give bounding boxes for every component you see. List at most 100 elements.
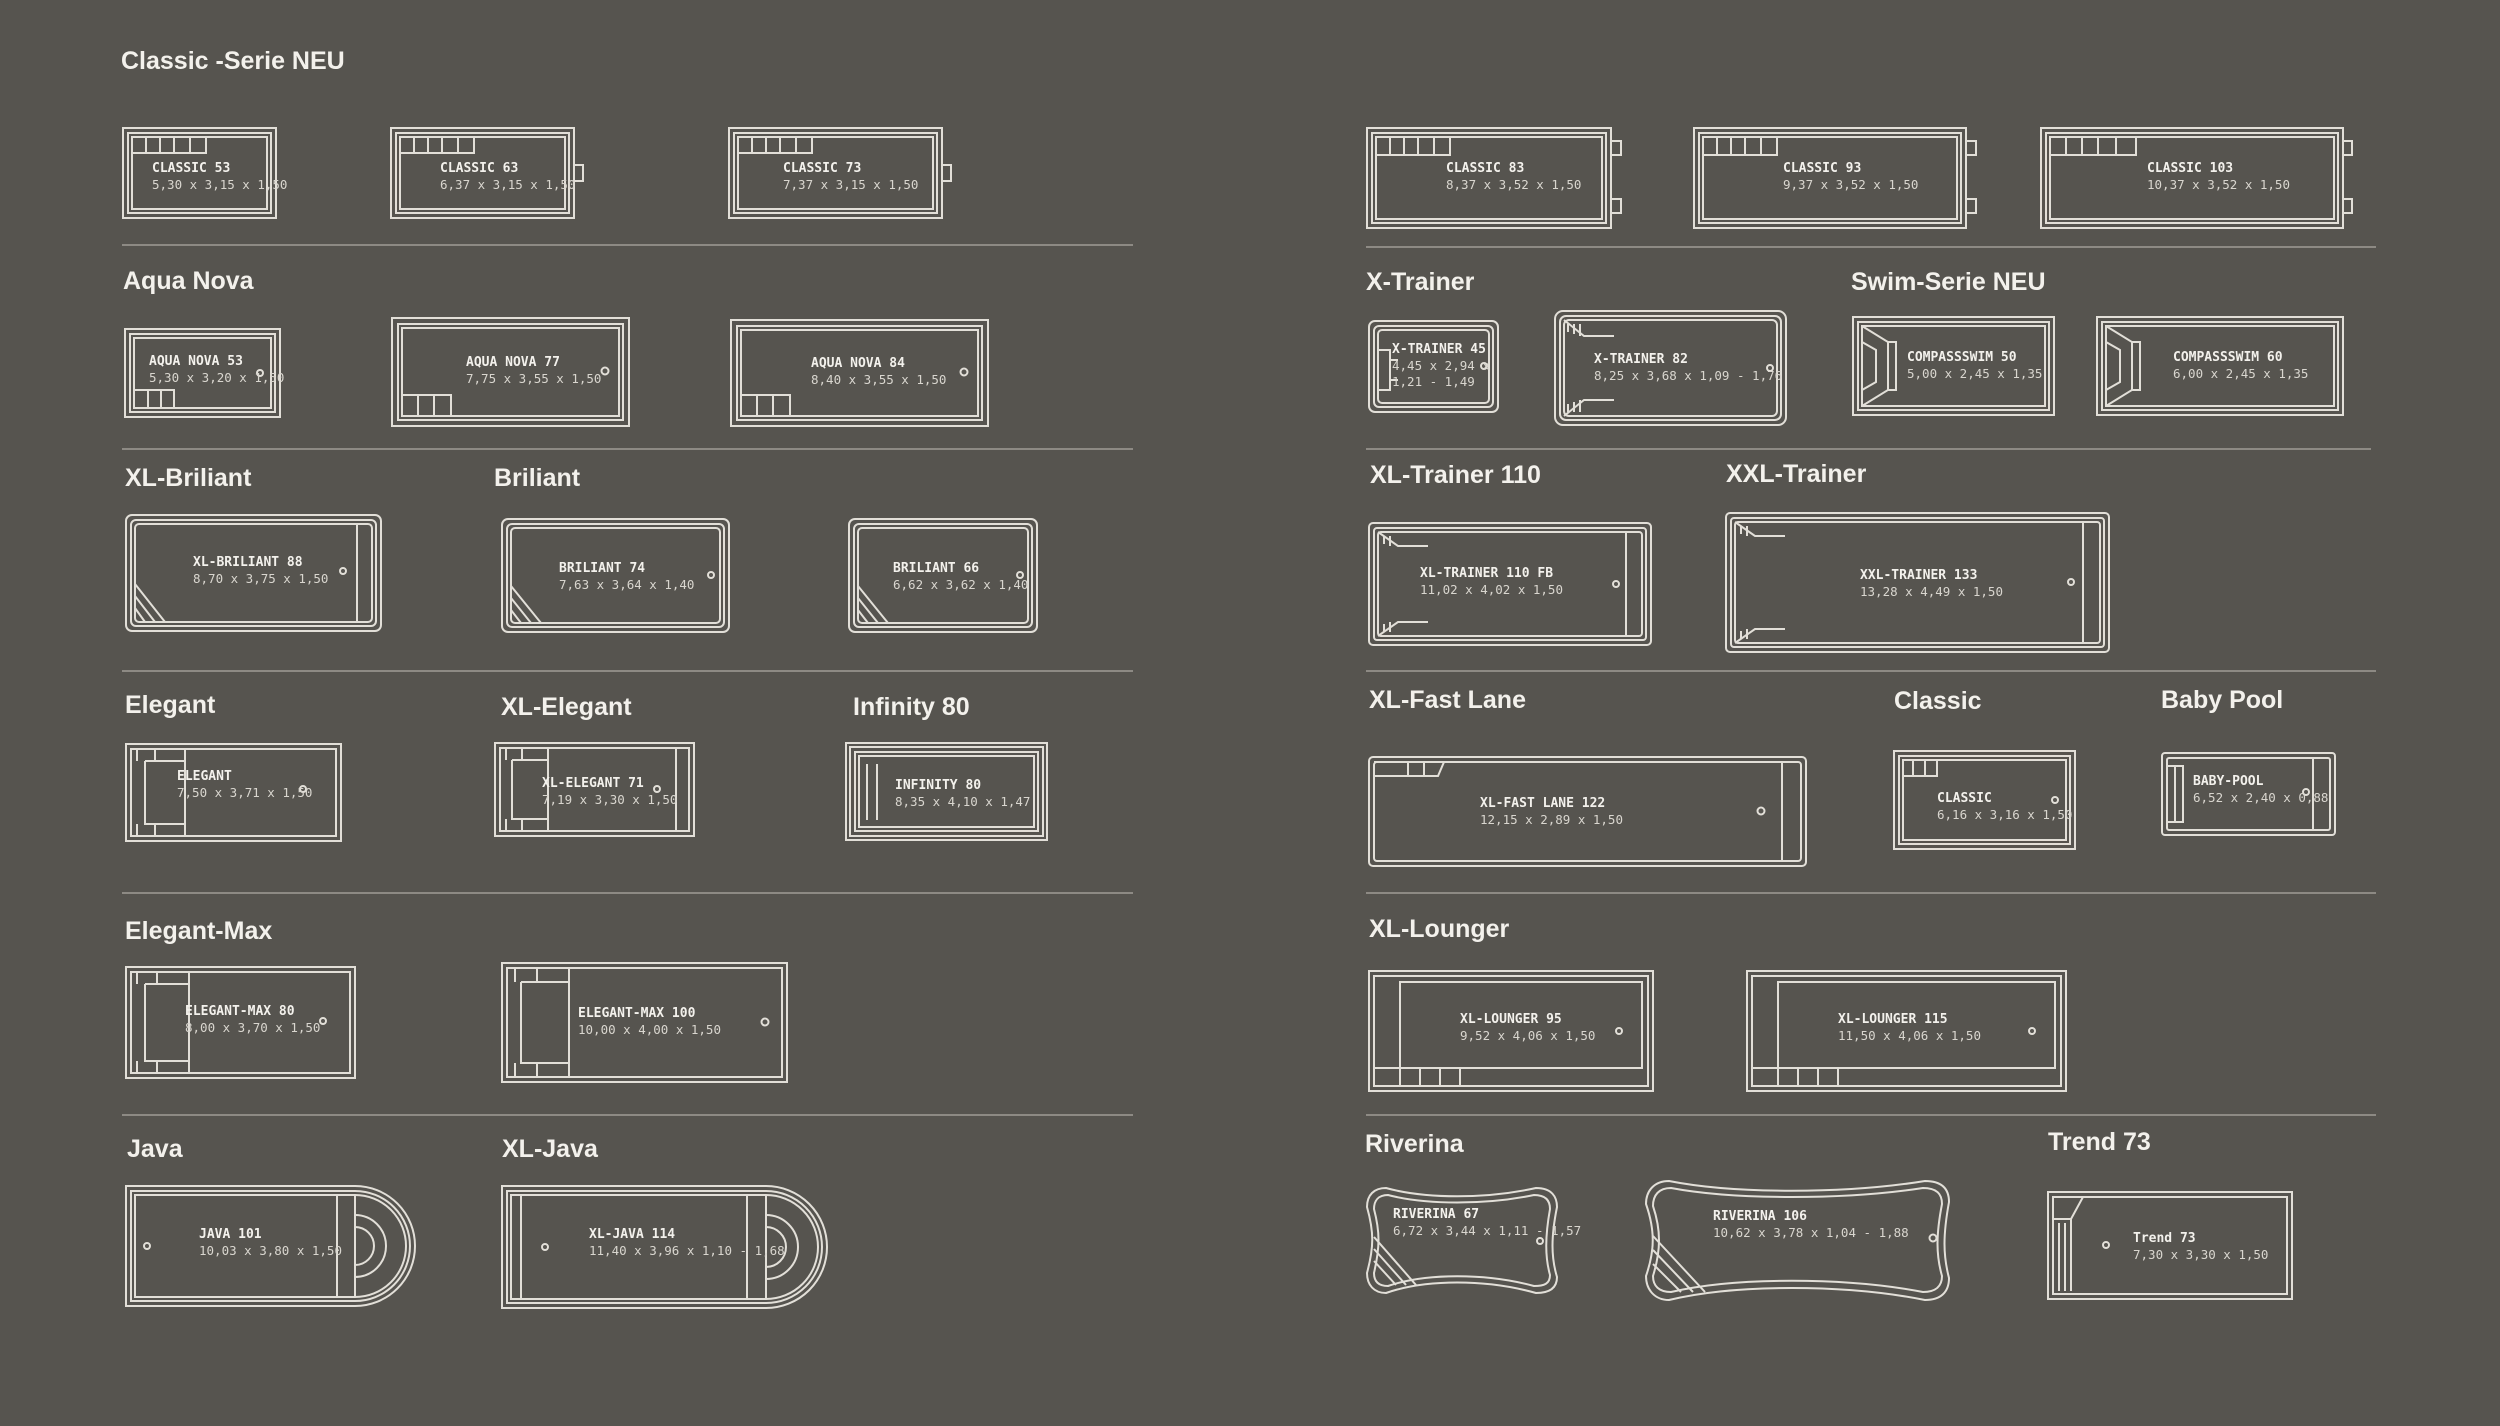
pool-name: XL-JAVA 114: [589, 1227, 676, 1242]
pool-name: CLASSIC 93: [1783, 161, 1862, 176]
heading-briliant: Briliant: [494, 464, 581, 492]
pool-name: XXL-TRAINER 133: [1860, 568, 1978, 583]
pool-name: XL-LOUNGER 95: [1460, 1012, 1562, 1027]
divider: [1366, 670, 2376, 672]
heading-xl-lounger: XL-Lounger: [1369, 915, 1510, 943]
pool-name: X-TRAINER 45: [1392, 342, 1486, 357]
pool-dimensions: 7,75 x 3,55 x 1,50: [466, 371, 602, 386]
pool-dimensions: 6,52 x 2,40 x 0,88: [2193, 790, 2329, 805]
pool-dimensions: 1,21 - 1,49: [1392, 374, 1475, 389]
pool-dimensions: 11,02 x 4,02 x 1,50: [1420, 582, 1563, 597]
pool-name: COMPASSSWIM 50: [1907, 350, 2017, 365]
pool-dimensions: 11,40 x 3,96 x 1,10 - 1,68: [589, 1243, 785, 1258]
pool-name: AQUA NOVA 84: [811, 356, 905, 371]
pool-dimensions: 8,00 x 3,70 x 1,50: [185, 1020, 321, 1035]
divider: [1366, 448, 2371, 450]
pool-name: CLASSIC 83: [1446, 161, 1525, 176]
pool-name: AQUA NOVA 53: [149, 354, 243, 369]
heading-xl-elegant: XL-Elegant: [501, 693, 632, 721]
pool-dimensions: 12,15 x 2,89 x 1,50: [1480, 812, 1623, 827]
pool-dimensions: 5,30 x 3,15 x 1,50: [152, 177, 288, 192]
heading-x-trainer: X-Trainer: [1366, 268, 1475, 296]
pool-name: BABY-POOL: [2193, 774, 2264, 789]
heading-elegant-max: Elegant-Max: [125, 917, 273, 945]
pool-name: RIVERINA 106: [1713, 1209, 1807, 1224]
pool-name: XL-BRILIANT 88: [193, 555, 303, 570]
pool-name: CLASSIC: [1937, 791, 1992, 806]
divider: [122, 1114, 1133, 1116]
pool-dimensions: 7,30 x 3,30 x 1,50: [2133, 1247, 2269, 1262]
pool-dimensions: 7,50 x 3,71 x 1,50: [177, 785, 313, 800]
pool-dimensions: 6,37 x 3,15 x 1,50: [440, 177, 576, 192]
pool-dimensions: 6,72 x 3,44 x 1,11 - 1,57: [1393, 1223, 1582, 1238]
pool-name: X-TRAINER 82: [1594, 352, 1688, 367]
pool-name: ELEGANT-MAX 80: [185, 1004, 295, 1019]
divider: [122, 448, 1133, 450]
pool-name: RIVERINA 67: [1393, 1207, 1480, 1222]
pool-name: ELEGANT: [177, 769, 232, 784]
heading-classic-serie-neu: Classic -Serie NEU: [121, 47, 345, 75]
pool-name: XL-LOUNGER 115: [1838, 1012, 1948, 1027]
divider: [122, 670, 1133, 672]
heading-infinity-80: Infinity 80: [853, 693, 970, 721]
divider: [1366, 1114, 2376, 1116]
heading-aqua-nova: Aqua Nova: [123, 267, 254, 295]
pool-dimensions: 6,00 x 2,45 x 1,35: [2173, 366, 2309, 381]
pool-dimensions: 8,37 x 3,52 x 1,50: [1446, 177, 1582, 192]
divider: [122, 244, 1133, 246]
pool-name: BRILIANT 74: [559, 561, 646, 576]
heading-xl-briliant: XL-Briliant: [125, 464, 252, 492]
heading-riverina: Riverina: [1365, 1130, 1464, 1158]
divider: [1366, 246, 2376, 248]
pool-dimensions: 4,45 x 2,94 x: [1392, 358, 1490, 373]
pool-dimensions: 5,00 x 2,45 x 1,35: [1907, 366, 2043, 381]
pool-dimensions: 10,37 x 3,52 x 1,50: [2147, 177, 2290, 192]
heading-xl-trainer-110: XL-Trainer 110: [1370, 461, 1541, 489]
pool-dimensions: 10,62 x 3,78 x 1,04 - 1,88: [1713, 1225, 1909, 1240]
heading-swim-serie-neu: Swim-Serie NEU: [1851, 268, 2046, 296]
pool-name: XL-ELEGANT 71: [542, 776, 644, 791]
pool-dimensions: 8,35 x 4,10 x 1,47: [895, 794, 1031, 809]
pool-dimensions: 8,70 x 3,75 x 1,50: [193, 571, 329, 586]
pool-name: AQUA NOVA 77: [466, 355, 560, 370]
heading-elegant: Elegant: [125, 691, 216, 719]
pool-name: CLASSIC 103: [2147, 161, 2234, 176]
pool-name: COMPASSSWIM 60: [2173, 350, 2283, 365]
pool-dimensions: 7,37 x 3,15 x 1,50: [783, 177, 919, 192]
pool-dimensions: 6,62 x 3,62 x 1,40: [893, 577, 1029, 592]
pool-name: CLASSIC 53: [152, 161, 231, 176]
heading-xl-fast-lane: XL-Fast Lane: [1369, 686, 1526, 714]
pool-name: XL-FAST LANE 122: [1480, 796, 1606, 811]
pool-dimensions: 6,16 x 3,16 x 1,50: [1937, 807, 2073, 822]
pool-dimensions: 10,03 x 3,80 x 1,50: [199, 1243, 342, 1258]
pool-dimensions: 13,28 x 4,49 x 1,50: [1860, 584, 2003, 599]
heading-trend-73: Trend 73: [2048, 1128, 2151, 1156]
divider: [1366, 892, 2376, 894]
divider: [122, 892, 1133, 894]
